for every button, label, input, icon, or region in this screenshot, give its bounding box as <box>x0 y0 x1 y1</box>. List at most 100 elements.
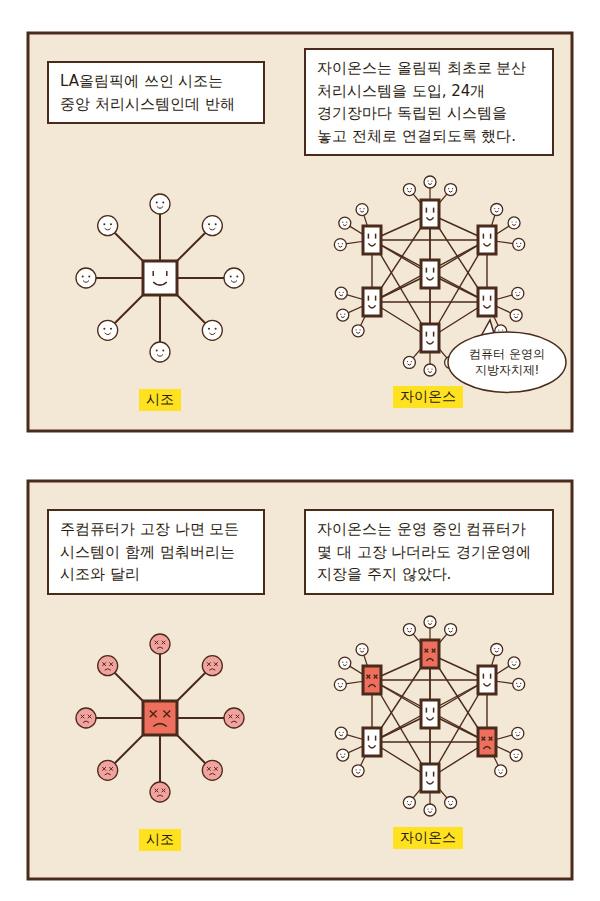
stroke <box>449 631 453 632</box>
stroke <box>342 662 343 663</box>
stroke <box>162 641 166 645</box>
stroke <box>490 234 492 239</box>
stroke <box>483 234 485 239</box>
stroke <box>483 683 490 686</box>
stroke <box>110 223 112 225</box>
stroke <box>339 735 343 736</box>
stroke <box>337 309 349 321</box>
stroke <box>407 628 408 629</box>
stroke <box>516 243 517 244</box>
user-face <box>98 760 118 780</box>
stroke <box>166 271 168 276</box>
stroke <box>334 679 346 691</box>
caption-text: 자이온스는 올림픽 최초로 분산 처리시스템을 도입, 24개 경기장마다 독립… <box>317 57 541 147</box>
stroke <box>352 325 364 337</box>
system-label: 자이온스 <box>393 827 463 849</box>
stroke <box>209 333 215 335</box>
user-face <box>150 342 170 362</box>
user-face <box>508 217 520 229</box>
stroke <box>88 715 92 719</box>
panel <box>28 481 572 879</box>
stroke <box>426 708 428 713</box>
stroke <box>424 176 436 188</box>
user-face <box>445 796 457 808</box>
stroke <box>512 727 524 739</box>
stroke <box>368 736 370 741</box>
stroke <box>339 732 340 733</box>
stroke <box>152 271 154 276</box>
stroke <box>363 288 381 316</box>
stroke <box>452 801 453 802</box>
computer <box>421 640 439 668</box>
stroke <box>109 767 113 771</box>
computer <box>143 701 177 735</box>
stroke <box>516 295 520 296</box>
stroke <box>343 225 347 226</box>
stroke <box>517 686 521 687</box>
stroke <box>426 208 428 213</box>
stroke <box>445 624 457 636</box>
stroke <box>215 328 217 330</box>
stroke <box>431 809 432 810</box>
stroke <box>88 276 90 278</box>
stroke <box>424 364 436 376</box>
stroke <box>368 745 375 748</box>
stroke <box>153 282 167 285</box>
stroke <box>340 314 341 315</box>
stroke <box>426 268 428 273</box>
user-face <box>513 238 525 250</box>
caption-box: LA올림픽에 쓰인 시조는 중앙 처리시스템인데 반해 <box>47 61 265 124</box>
stroke <box>421 200 439 228</box>
stroke <box>342 243 343 244</box>
bubble-outline <box>454 336 560 388</box>
stroke <box>426 772 428 777</box>
user-face <box>76 268 96 288</box>
stroke <box>426 717 433 720</box>
stroke <box>163 711 170 718</box>
stroke <box>363 728 381 756</box>
stroke <box>411 361 412 362</box>
stroke <box>517 314 518 315</box>
stroke <box>342 222 343 223</box>
stroke <box>334 239 346 251</box>
stroke <box>103 328 105 330</box>
stroke <box>372 741 487 742</box>
stroke <box>513 238 525 250</box>
caption-text: 자이온스는 운영 중인 컴퓨터가 몇 대 고장 나더라도 경기운영에 지장을 주… <box>317 518 541 586</box>
caption-text: 주컴퓨터가 고장 나면 모든 시스템이 함께 멈춰버리는 시조와 달리 <box>60 518 252 586</box>
stroke <box>339 686 343 687</box>
stroke <box>368 234 370 239</box>
stroke <box>433 708 435 713</box>
stroke <box>512 224 516 225</box>
stroke <box>421 764 439 792</box>
user-face <box>512 287 524 299</box>
stroke <box>367 675 371 679</box>
stroke <box>339 657 351 669</box>
stroke <box>352 765 364 777</box>
stroke <box>356 772 360 773</box>
stroke <box>156 350 158 352</box>
stroke <box>102 662 106 666</box>
stroke <box>445 184 457 196</box>
user-face <box>98 656 118 676</box>
stroke <box>202 656 222 676</box>
stroke <box>403 796 415 808</box>
stroke <box>360 211 364 212</box>
stroke <box>338 683 339 684</box>
stroke <box>162 350 164 352</box>
stroke <box>338 243 339 244</box>
user-face <box>334 679 346 691</box>
stroke <box>403 356 415 368</box>
stroke <box>478 728 496 756</box>
user-face <box>403 356 415 368</box>
computer <box>421 764 439 792</box>
stroke <box>102 767 106 771</box>
stroke <box>490 296 492 301</box>
stroke <box>519 292 520 293</box>
stroke <box>491 644 503 656</box>
stroke <box>499 772 503 773</box>
stroke <box>339 246 343 247</box>
stroke <box>421 700 439 728</box>
stroke <box>356 204 368 216</box>
